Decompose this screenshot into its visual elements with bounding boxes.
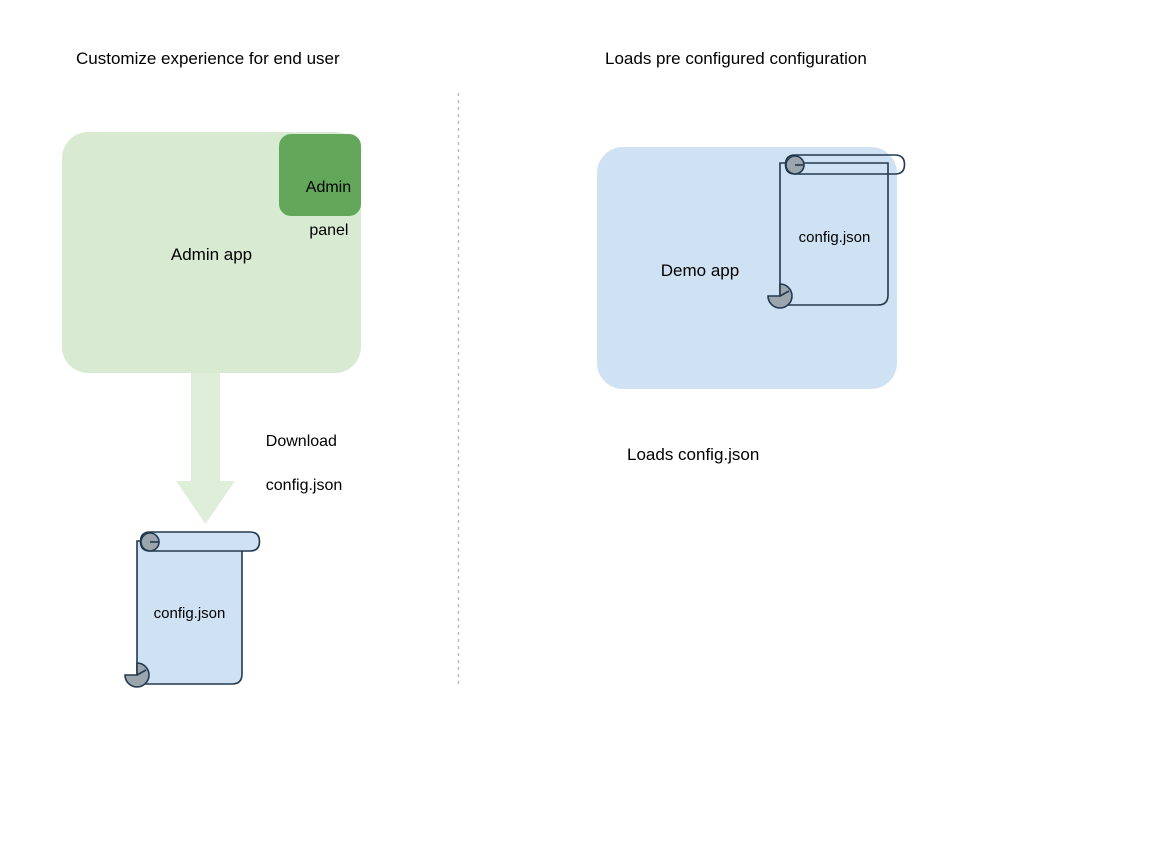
left-document-bottom-knob [124,662,150,688]
download-arrow-label-line2: config.json [265,477,343,495]
admin-app-label: Admin app [170,245,253,264]
admin-panel-label-line1: Admin [305,178,352,196]
right-document-bottom-knob-slit [779,290,790,297]
download-arrow-label: Download config.json [248,409,343,519]
right-column-title: Loads pre configured configuration [605,49,867,68]
loads-config-caption: Loads config.json [627,445,760,464]
admin-panel-label-line2: panel [309,221,349,239]
left-column-title: Customize experience for end user [76,49,340,68]
admin-panel-label: Admin panel [279,155,361,263]
left-document-label: config.json [153,605,226,622]
admin-panel-box[interactable] [279,134,361,216]
right-document-bottom-knob [767,283,793,309]
right-document-top-roll [784,154,906,175]
demo-app-box[interactable] [597,147,897,389]
right-document-label: config.json [798,229,871,246]
left-document-bottom-knob-slit [136,669,147,676]
left-document-top-roll [139,531,261,552]
download-arrow [176,373,235,524]
download-arrow-label-line1: Download [265,433,337,451]
demo-app-label: Demo app [660,261,740,280]
